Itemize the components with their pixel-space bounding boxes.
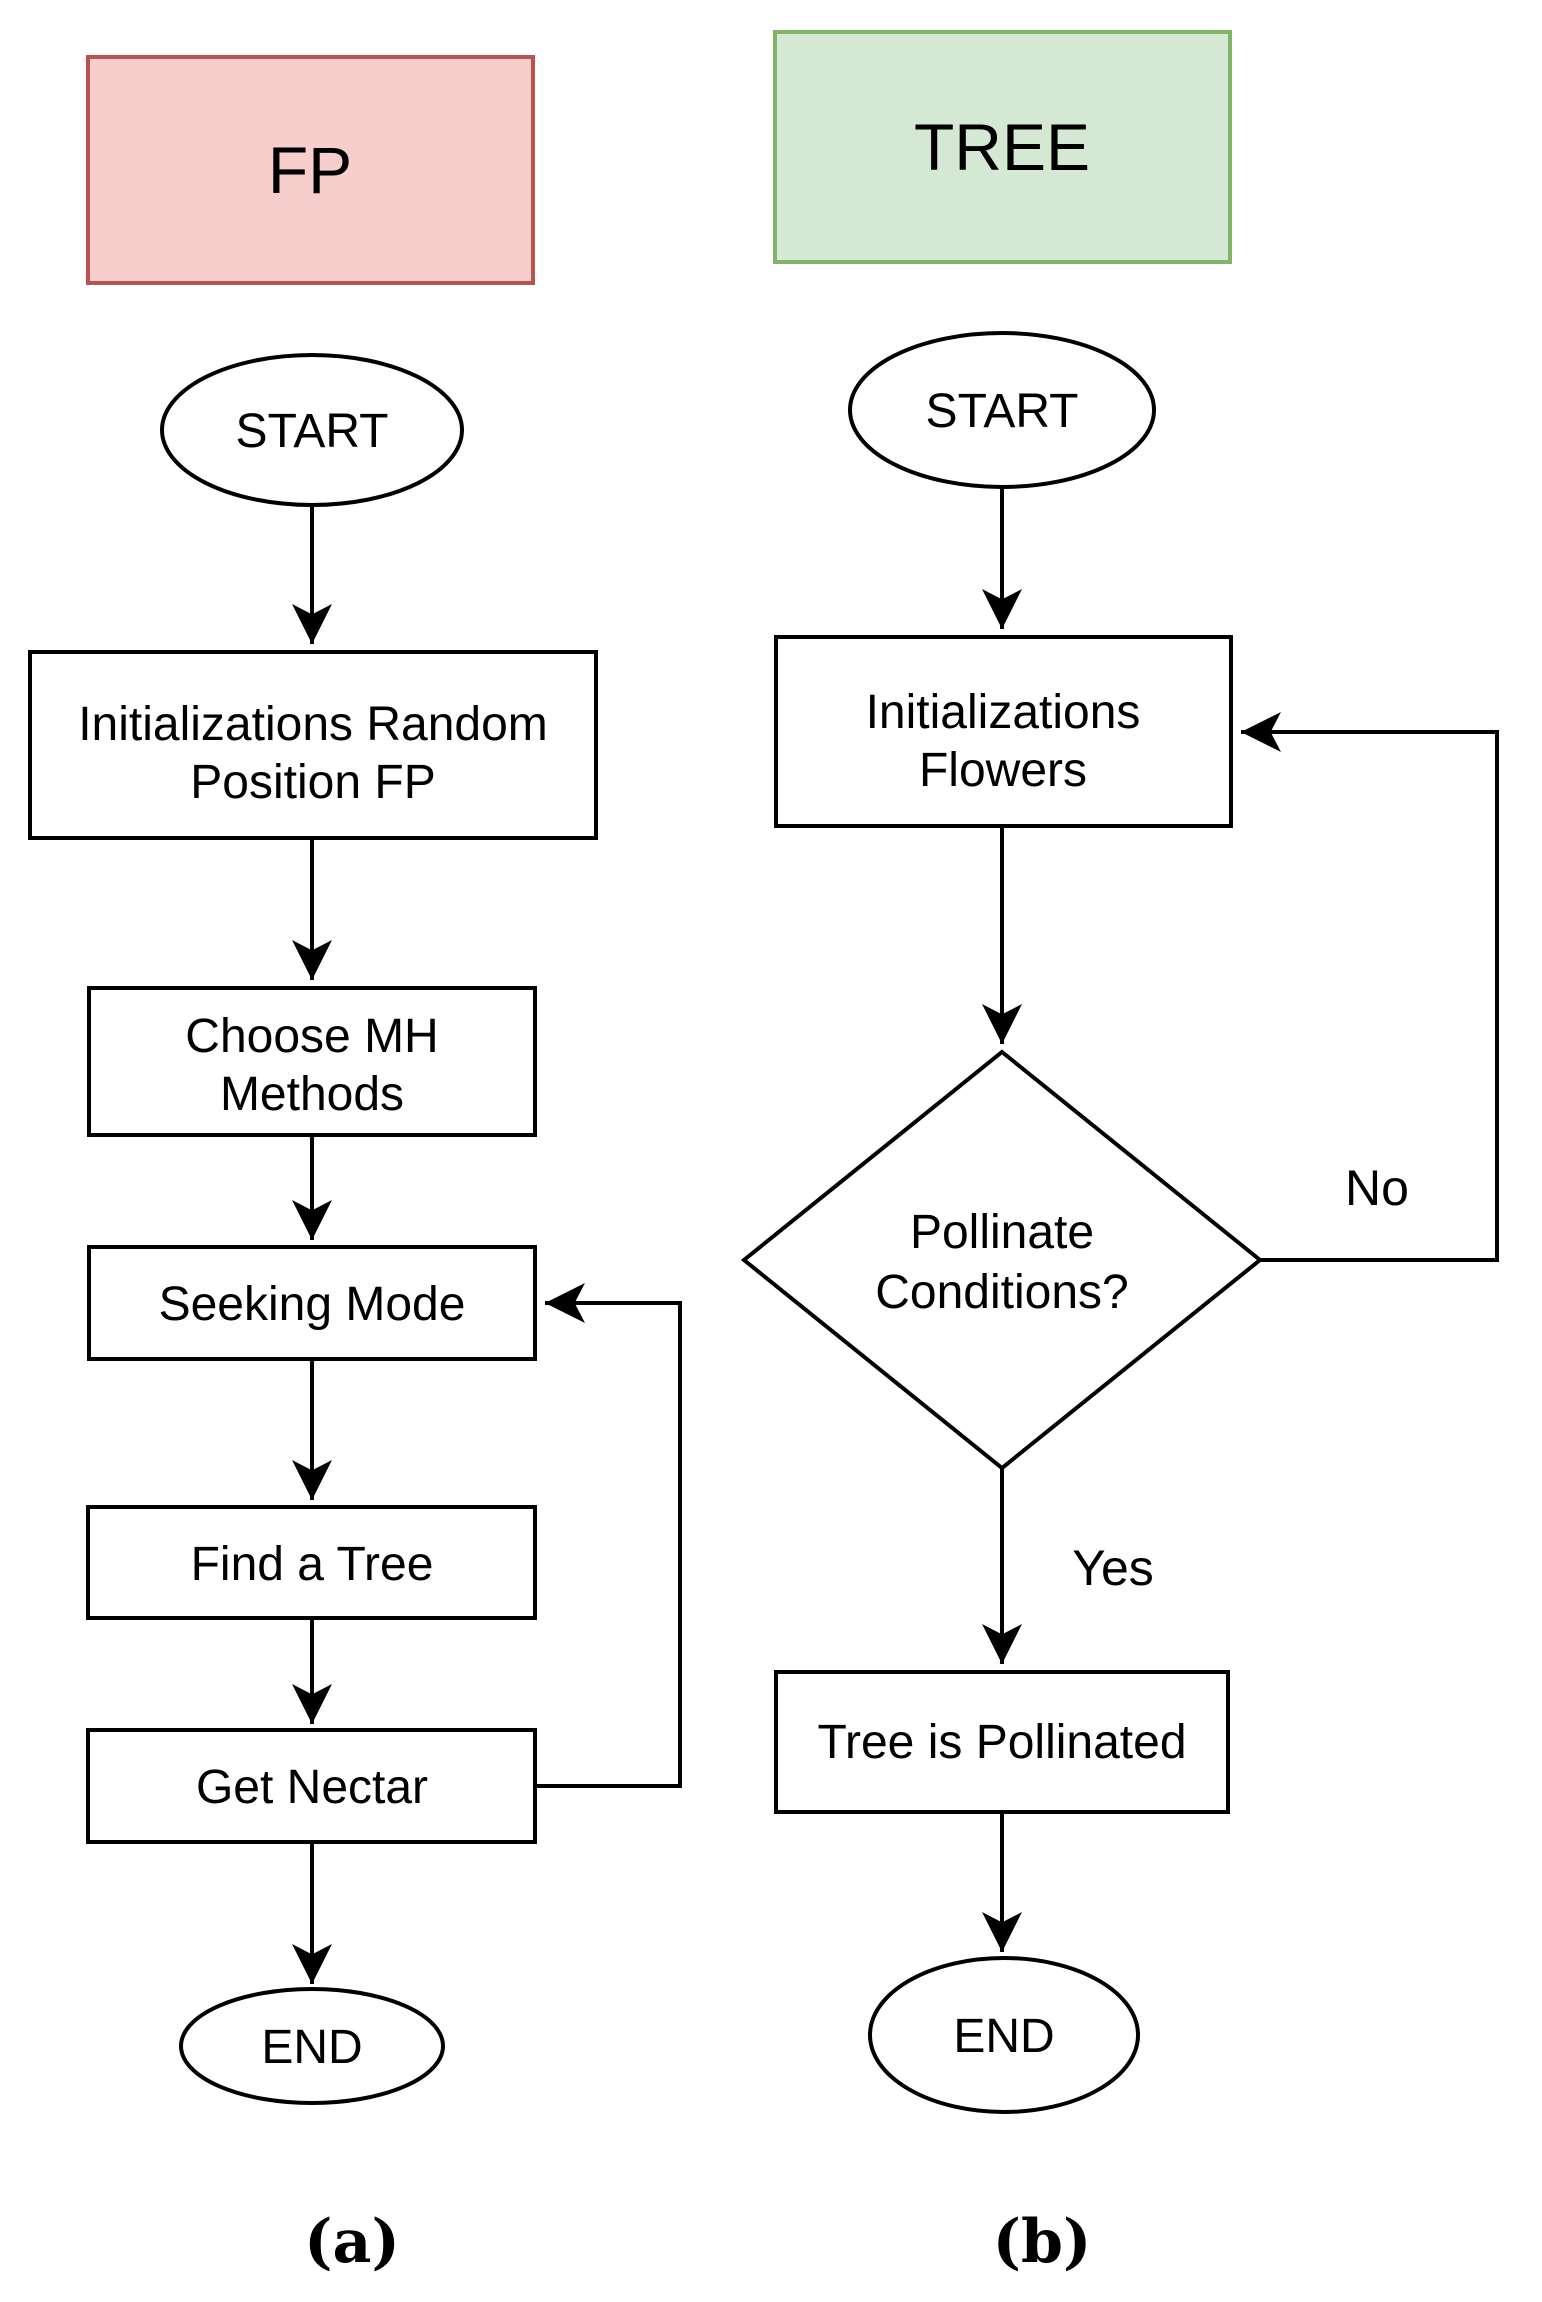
fp-nectar-box — [86, 1728, 537, 1844]
fp-init-label-line2: Position FP — [190, 756, 435, 809]
tree-header-border — [773, 30, 1232, 264]
tree-start-label: START — [926, 385, 1079, 438]
fp-start-label: START — [236, 405, 389, 458]
tree-end-ellipse — [868, 1956, 1140, 2114]
tree-no-loop-line — [1241, 712, 1499, 1262]
tree-flowchart: TREE START Initializations Flowers Polli… — [740, 30, 1499, 2277]
fp-loop-nectar-to-seeking — [535, 1283, 682, 1788]
tree-start-ellipse — [848, 331, 1156, 489]
fp-header-box: FP — [86, 55, 535, 285]
tree-end-label: END — [953, 2010, 1054, 2063]
fp-flowchart: FP START Initializations Random Position… — [28, 55, 682, 2277]
caption-b: (b) — [993, 2207, 1092, 2277]
tree-pollinated-box — [774, 1670, 1230, 1814]
fp-header-label: FP — [268, 133, 352, 207]
tree-decision-label-line2: Conditions? — [875, 1266, 1129, 1319]
fp-init-label-line1: Initializations Random — [78, 698, 548, 751]
tree-no-label: No — [1345, 1160, 1409, 1216]
fp-nectar-label: Get Nectar — [196, 1761, 428, 1814]
caption-a: (a) — [304, 2207, 400, 2277]
tree-header-label: TREE — [914, 110, 1090, 184]
fp-end-ellipse — [179, 1987, 445, 2105]
tree-header-box: TREE — [773, 30, 1232, 264]
tree-decision-diamond — [740, 1049, 1264, 1471]
fp-header-rect — [88, 57, 533, 283]
fp-seeking-box — [87, 1245, 537, 1361]
tree-yes-label: Yes — [1072, 1540, 1154, 1596]
fp-find-label: Find a Tree — [191, 1538, 434, 1591]
fp-header-border — [86, 55, 535, 285]
tree-decision-label-line1: Pollinate — [910, 1206, 1094, 1259]
tree-header-rect — [775, 32, 1230, 262]
fp-choose-label-line2: Methods — [220, 1068, 404, 1121]
tree-init-label-line2: Flowers — [919, 744, 1087, 797]
fp-choose-label-line1: Choose MH — [185, 1010, 438, 1063]
fp-end-label: END — [261, 2021, 362, 2074]
tree-pollinated-label: Tree is Pollinated — [817, 1716, 1186, 1769]
tree-init-label-line1: Initializations — [866, 686, 1141, 739]
fp-choose-box — [87, 986, 537, 1137]
fp-seeking-label: Seeking Mode — [159, 1278, 466, 1331]
fp-find-box — [86, 1505, 537, 1620]
